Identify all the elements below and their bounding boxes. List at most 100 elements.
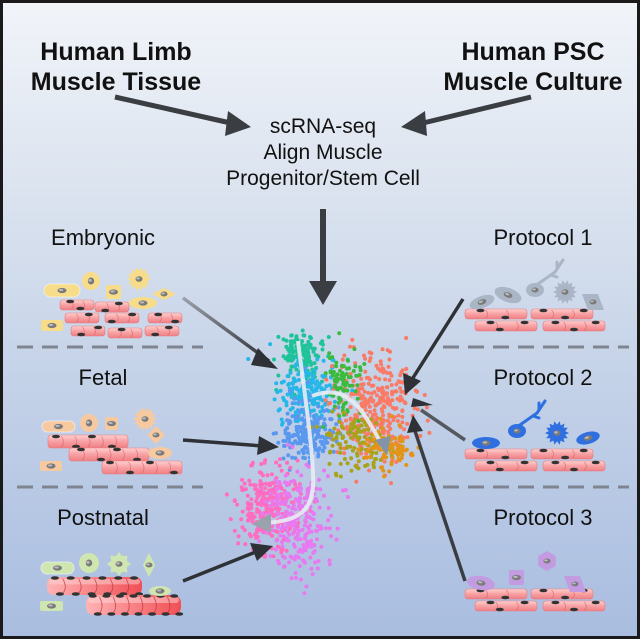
- scatter-point: [297, 409, 302, 414]
- arrow-protocol1-to-plot: [409, 298, 465, 382]
- scatter-point: [320, 347, 325, 352]
- scatter-point: [381, 426, 385, 431]
- nucleus: [117, 327, 126, 332]
- scatter-point: [301, 451, 306, 456]
- satellite-cell: [469, 294, 495, 310]
- nucleus-highlight: [146, 563, 150, 566]
- scatter-point: [332, 378, 337, 383]
- scatter-point: [382, 399, 387, 404]
- scatter-point: [275, 390, 280, 395]
- embryonic-cells: [41, 267, 183, 339]
- fiber-striation: [101, 435, 104, 448]
- muscle-fiber: [94, 301, 130, 313]
- nucleus: [135, 592, 144, 596]
- scatter-point: [306, 357, 311, 362]
- scatter-point: [366, 400, 371, 405]
- scatter-point: [288, 370, 293, 375]
- fiber-body: [64, 312, 100, 324]
- scatter-point: [298, 429, 303, 434]
- scatter-point: [367, 468, 372, 473]
- scatter-point: [249, 502, 254, 507]
- scatter-point: [274, 460, 279, 465]
- nucleus: [114, 576, 123, 580]
- scatter-point: [279, 486, 284, 491]
- scatter-point: [327, 450, 332, 455]
- scatter-point: [272, 357, 276, 362]
- scatter-point: [374, 457, 378, 461]
- nucleus: [82, 576, 91, 580]
- nucleus: [50, 576, 59, 580]
- scatter-point: [298, 441, 303, 446]
- scatter-point: [298, 483, 302, 488]
- satellite-cell: [149, 586, 171, 596]
- scatter-point: [393, 436, 398, 441]
- fiber-striation: [551, 449, 555, 459]
- scatter-point: [302, 559, 306, 564]
- top-arrows: [114, 94, 532, 305]
- scatter-point: [350, 388, 355, 393]
- scatter-point: [284, 493, 289, 498]
- nucleus-highlight: [514, 429, 518, 432]
- scatter-point: [275, 487, 279, 492]
- scatter-point: [351, 379, 356, 383]
- scatter-point: [396, 379, 401, 384]
- scatter-point: [349, 456, 354, 461]
- scatter-point: [404, 336, 409, 340]
- scatter-point: [239, 485, 244, 490]
- scatter-point: [270, 533, 275, 538]
- muscle-fiber: [464, 308, 528, 320]
- scatter-point: [338, 450, 343, 455]
- scatter-point: [245, 493, 250, 498]
- nucleus: [520, 600, 529, 605]
- scatter-point: [345, 444, 350, 449]
- scatter-point: [335, 431, 340, 436]
- scatter-point: [297, 555, 302, 560]
- fiber-striation: [485, 589, 489, 599]
- scatter-point: [279, 417, 284, 422]
- nucleus: [539, 448, 548, 453]
- scatter-point: [254, 491, 259, 496]
- nucleus: [551, 460, 560, 465]
- scatter-point: [317, 416, 322, 421]
- scatter-point: [336, 377, 341, 381]
- scatter-point: [300, 416, 305, 421]
- fetal-cells: [40, 407, 183, 475]
- nucleus: [151, 332, 160, 337]
- scatter-point: [288, 420, 293, 425]
- nucleus-highlight: [482, 441, 488, 444]
- scatter-point: [311, 372, 316, 377]
- nucleus-highlight: [108, 421, 113, 424]
- scatter-point: [326, 518, 331, 523]
- scatter-point: [276, 334, 281, 339]
- scatter-point: [378, 457, 383, 462]
- scatter-point: [400, 409, 405, 414]
- scatter-point: [405, 435, 410, 440]
- nucleus: [170, 594, 179, 598]
- scatter-point: [262, 460, 267, 465]
- muscle-fiber: [530, 448, 594, 460]
- scatter-point: [372, 465, 376, 470]
- scatter-point: [295, 537, 300, 542]
- scatter-point: [288, 465, 293, 470]
- scatter-point: [394, 406, 399, 411]
- scatter-point: [279, 468, 284, 473]
- satellite-cell: [564, 576, 586, 592]
- scatter-point: [308, 371, 313, 376]
- scatter-point: [398, 373, 403, 378]
- nucleus: [591, 320, 600, 325]
- nucleus: [495, 327, 504, 332]
- nucleus: [143, 594, 152, 598]
- scatter-point: [338, 461, 343, 466]
- nucleus: [126, 470, 134, 475]
- scatter-point: [318, 439, 323, 444]
- scatter-point: [286, 504, 291, 509]
- scatter-point: [293, 410, 298, 415]
- scatter-point: [305, 531, 310, 536]
- nucleus-highlight: [505, 292, 510, 296]
- satellite-cell: [106, 285, 121, 299]
- scatter-point: [295, 488, 300, 492]
- scatter-point: [228, 517, 233, 522]
- scatter-point: [264, 530, 269, 535]
- scatter-point: [313, 429, 318, 434]
- protocol3-cells: [464, 551, 606, 612]
